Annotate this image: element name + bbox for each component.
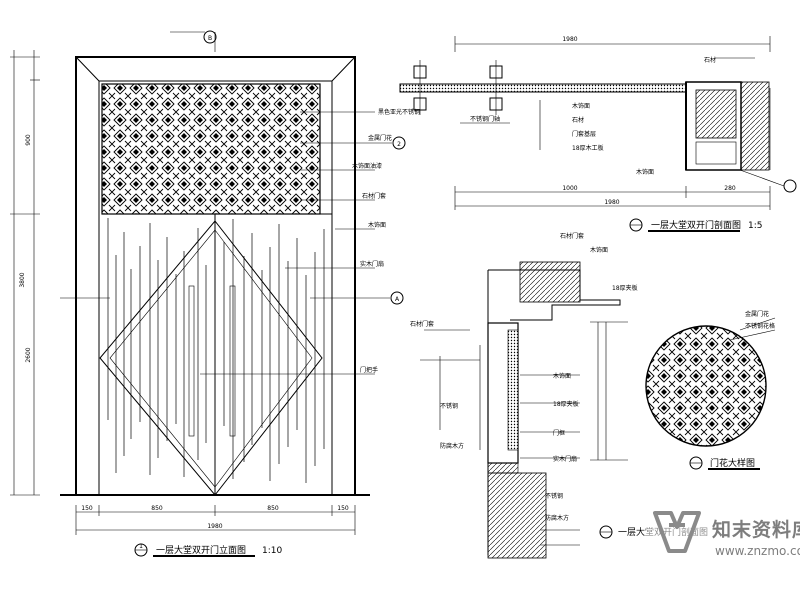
- door-handle-right: [229, 285, 236, 437]
- grid-marker-a: [390, 291, 404, 305]
- svg-text:1: 1: [139, 543, 143, 550]
- annotation-6: 实木门扇: [360, 260, 384, 268]
- annotation-4: 石材门套: [362, 192, 386, 200]
- svg-text:防腐木方: 防腐木方: [545, 514, 569, 522]
- pattern-title: 门花大样图: [710, 457, 755, 469]
- elevation-annotations: 黑色亚光不锈钢 2 金属门花 木饰面油漆 石材门套 木饰面 实木门扇 门把手 A: [60, 108, 420, 375]
- plan-annotation-2: 木饰面: [572, 102, 590, 110]
- svg-text:不锈钢: 不锈钢: [545, 492, 563, 500]
- section-annotation-3: 防腐木方: [440, 442, 464, 450]
- plan-dim-top: 1980: [562, 36, 577, 43]
- plan-annotation-5: 18厚木工板: [572, 144, 604, 152]
- watermark-brand: 知末资料库: [712, 519, 800, 541]
- svg-text:1980: 1980: [604, 199, 619, 206]
- annotation-3: 木饰面油漆: [352, 162, 382, 170]
- door-elevation: B 黑色亚光不锈钢 2 金属门花 木饰面油漆 石材门套 木饰面 实木门扇 门把手…: [10, 30, 420, 557]
- head-detail: [519, 261, 581, 303]
- dim-total-width: 1980: [207, 523, 222, 530]
- svg-text:A: A: [395, 296, 400, 303]
- width-dimensions: 150 850 850 150 1980: [75, 505, 356, 535]
- door-leaf-plan: [399, 83, 691, 93]
- elevation-title: 一层大堂双开门立面图: [156, 544, 246, 556]
- svg-text:2: 2: [397, 141, 401, 148]
- svg-text:280: 280: [724, 185, 736, 192]
- svg-text:木饰面: 木饰面: [636, 168, 654, 176]
- annotation-7: 门把手: [360, 366, 378, 374]
- plan-annotation-4: 门套基层: [572, 130, 596, 138]
- plan-annotation-3: 石材: [572, 116, 584, 124]
- grid-marker-b-label: B: [208, 35, 212, 42]
- section-annotation-4: 木饰面: [553, 372, 571, 380]
- annotation-1: 黑色亚光不锈钢: [378, 108, 420, 116]
- section-annotation-1: 石材门套: [410, 320, 434, 328]
- dim-door: 2600: [25, 347, 32, 362]
- svg-text:石材: 石材: [704, 56, 716, 64]
- elevation-scale: 1:10: [262, 546, 282, 556]
- door-plan-section: 1980 不锈钢门轴 木饰面 石材 门套基层 18厚木工板 石材 木饰面 100…: [399, 36, 797, 232]
- diamond-outline: [99, 220, 323, 496]
- dim-top: 900: [25, 134, 32, 146]
- grid-marker-b: [203, 30, 217, 44]
- svg-text:石材门套: 石材门套: [560, 232, 584, 240]
- pattern-circle: [645, 325, 767, 447]
- annotation-2: 金属门花: [368, 134, 392, 142]
- door-handle-left: [188, 285, 195, 437]
- plan-title: 一层大堂双开门剖面图: [651, 219, 741, 231]
- pattern-detail: 金属门花 不锈钢花格 门花大样图: [645, 310, 776, 470]
- dim-left-4: 150: [337, 505, 349, 512]
- wood-grain-lines: [107, 218, 325, 483]
- decorative-lattice-panel: [101, 83, 321, 215]
- dim-left-1: 150: [81, 505, 93, 512]
- section-annotation-5: 18厚夹板: [553, 400, 579, 408]
- dim-left-3: 850: [267, 505, 279, 512]
- svg-text:18厚夹板: 18厚夹板: [612, 284, 638, 292]
- watermark-url: www.znzmo.com: [715, 544, 800, 558]
- annotation-5: 木饰面: [368, 221, 386, 229]
- section-annotation-2: 不锈钢: [440, 402, 458, 410]
- pattern-annotation-2: 不锈钢花格: [745, 322, 775, 330]
- plan-annotation-1: 不锈钢门轴: [470, 115, 500, 123]
- dim-height: 3800: [19, 272, 26, 287]
- dim-left-2: 850: [151, 505, 163, 512]
- pattern-annotation-1: 金属门花: [745, 310, 769, 318]
- svg-text:木饰面: 木饰面: [590, 246, 608, 254]
- svg-text:1000: 1000: [562, 185, 577, 192]
- watermark-logo-icon: [653, 511, 701, 553]
- section-annotation-6: 门框: [553, 429, 565, 437]
- plan-scale: 1:5: [748, 221, 762, 231]
- section-annotation-7: 实木门扇: [553, 455, 577, 463]
- height-dimensions: 3800 900 2600: [10, 50, 40, 496]
